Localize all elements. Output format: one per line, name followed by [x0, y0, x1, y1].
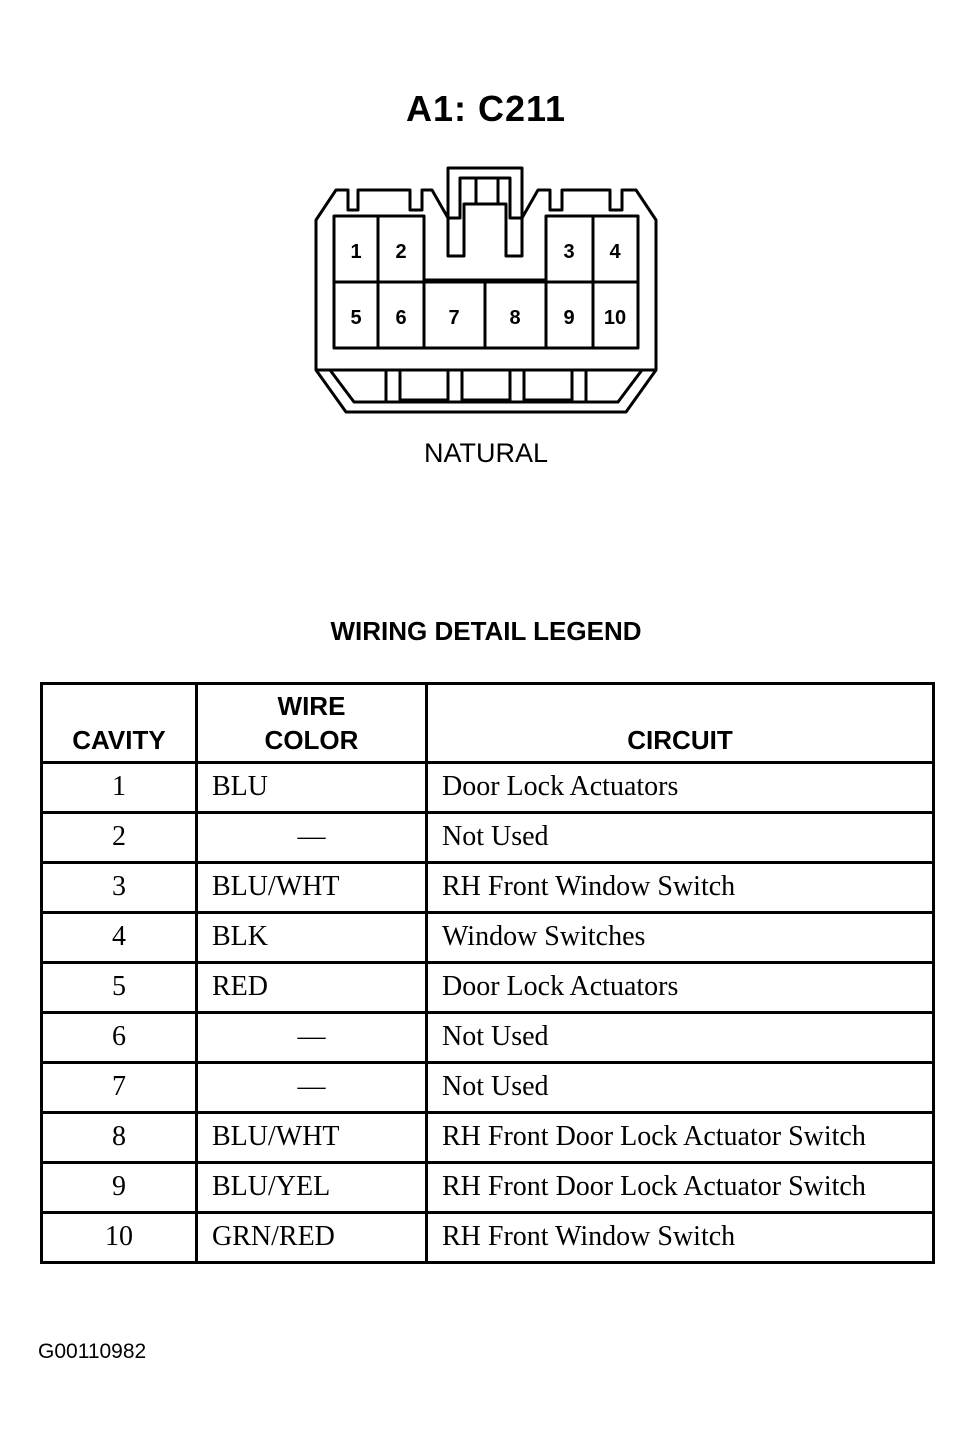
table-row: 6—Not Used	[40, 1011, 935, 1064]
wire-color-cell: —	[195, 1011, 428, 1064]
circuit-cell: Not Used	[425, 811, 935, 864]
table-header-row: CAVITY WIRE COLOR CIRCUIT	[40, 682, 935, 764]
circuit-cell: RH Front Window Switch	[425, 861, 935, 914]
pin-label: 4	[609, 241, 621, 263]
connector-diagram: 1 2 3 4 5 6 7 8 9 10	[314, 166, 658, 414]
pin-label: 5	[350, 307, 361, 329]
pin-label: 9	[563, 307, 574, 329]
header-circuit: CIRCUIT	[425, 682, 935, 764]
circuit-cell: RH Front Door Lock Actuator Switch	[425, 1161, 935, 1214]
cavity-cell: 7	[40, 1061, 198, 1114]
circuit-cell: Not Used	[425, 1061, 935, 1114]
circuit-cell: Not Used	[425, 1011, 935, 1064]
pin-label: 8	[509, 307, 520, 329]
cavity-cell: 10	[40, 1211, 198, 1264]
pin-label: 7	[448, 307, 459, 329]
circuit-cell: Door Lock Actuators	[425, 961, 935, 1014]
header-wire-color-line2: COLOR	[264, 725, 359, 755]
connector-title: A1: C211	[405, 88, 567, 129]
circuit-cell: Door Lock Actuators	[425, 761, 935, 814]
cavity-cell: 8	[40, 1111, 198, 1164]
figure-id: G00110982	[38, 1340, 147, 1363]
table-row: 2—Not Used	[40, 811, 935, 864]
cavity-cell: 3	[40, 861, 198, 914]
pin-label: 3	[563, 241, 574, 263]
legend-title: WIRING DETAIL LEGEND	[330, 616, 642, 646]
pin-label: 10	[604, 307, 626, 329]
circuit-cell: RH Front Door Lock Actuator Switch	[425, 1111, 935, 1164]
cavity-cell: 5	[40, 961, 198, 1014]
connector-housing-outline	[314, 166, 658, 414]
wire-color-cell: —	[195, 1061, 428, 1114]
header-cavity: CAVITY	[40, 682, 198, 764]
header-wire-color: WIRE COLOR	[195, 682, 428, 764]
cavity-cell: 1	[40, 761, 198, 814]
wire-color-cell: GRN/RED	[195, 1211, 428, 1264]
cavity-cell: 2	[40, 811, 198, 864]
wire-color-cell: BLU	[195, 761, 428, 814]
header-wire-color-line1: WIRE	[277, 691, 346, 721]
cavity-cell: 6	[40, 1011, 198, 1064]
wire-color-cell: BLU/YEL	[195, 1161, 428, 1214]
pin-label: 6	[395, 307, 406, 329]
connector-color: NATURAL	[423, 438, 549, 468]
cavity-block	[332, 214, 640, 350]
connector-latch	[446, 176, 524, 258]
pin-label: 1	[350, 241, 361, 263]
wire-color-cell: RED	[195, 961, 428, 1014]
circuit-cell: RH Front Window Switch	[425, 1211, 935, 1264]
wire-color-cell: —	[195, 811, 428, 864]
circuit-cell: Window Switches	[425, 911, 935, 964]
pin-label: 2	[395, 241, 406, 263]
wire-color-cell: BLU/WHT	[195, 861, 428, 914]
table-row: 7—Not Used	[40, 1061, 935, 1114]
wire-color-cell: BLU/WHT	[195, 1111, 428, 1164]
cavity-cell: 4	[40, 911, 198, 964]
cavity-cell: 9	[40, 1161, 198, 1214]
wire-color-cell: BLK	[195, 911, 428, 964]
